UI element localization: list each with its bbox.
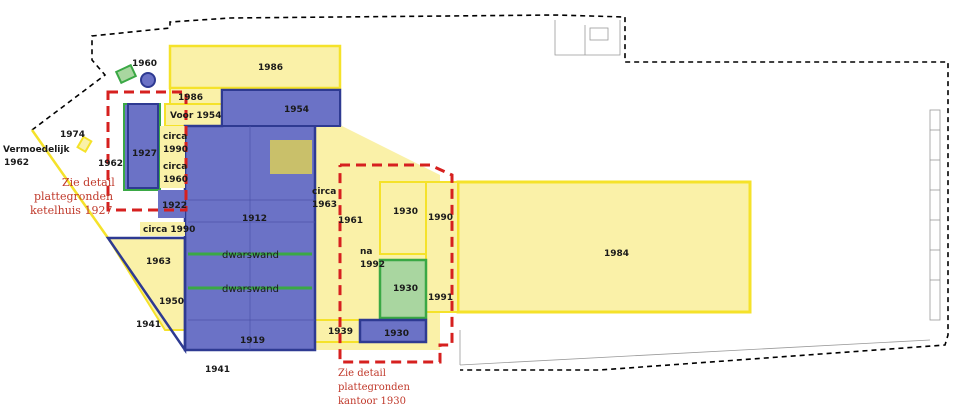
label-1960-top: 1960 (132, 59, 157, 69)
zone-circa-small (160, 126, 185, 188)
note-kantoor-1: Zie detail (338, 368, 386, 379)
note-kantoor-2: plattegronden (338, 382, 410, 393)
site-boundary (31, 14, 949, 371)
label-1954: 1954 (284, 105, 309, 115)
label-1922: 1922 (162, 201, 187, 211)
label-vermoedelijk: Vermoedelijk (3, 145, 70, 155)
label-1974: 1974 (60, 130, 85, 140)
zone-1960-green (114, 63, 138, 85)
label-circa-2: circa (163, 162, 187, 172)
label-1950: 1950 (159, 297, 184, 307)
label-1963-b: 1963 (146, 257, 171, 267)
zone-1960-circle (140, 72, 156, 88)
label-1939: 1939 (328, 327, 353, 337)
label-1930-c: 1930 (384, 329, 409, 339)
label-1962-left: 1962 (4, 158, 29, 168)
zone-1930-a (379, 181, 427, 255)
note-kantoor-3: kantoor 1930 (338, 396, 406, 407)
label-1961: 1961 (338, 216, 363, 226)
label-1990-a: 1990 (163, 145, 188, 155)
label-1912: 1912 (242, 214, 267, 224)
zone-1922 (158, 190, 185, 218)
note-ketelhuis-2: plattegronden (34, 190, 113, 203)
zone-1941-wing (105, 236, 187, 355)
label-1991: 1991 (428, 293, 453, 303)
label-1919: 1919 (240, 336, 265, 346)
zone-1963-1950 (106, 237, 186, 331)
label-1930-b: 1930 (393, 284, 418, 294)
interior-lines (188, 126, 315, 350)
label-1927: 1927 (132, 149, 157, 159)
label-1986-top: 1986 (258, 63, 283, 73)
zone-1984 (456, 180, 752, 314)
label-1986-small: 1986 (178, 93, 203, 103)
label-dwarswand-1: dwarswand (222, 250, 279, 261)
label-1941-a: 1941 (136, 320, 161, 330)
zone-1930-blue (358, 318, 428, 344)
note-ketelhuis-3: ketelhuis 1927 (30, 204, 112, 217)
label-1960-b: 1960 (163, 175, 188, 185)
label-circa-1963: circa (312, 187, 336, 197)
label-voor-1954: Voor 1954 (170, 111, 221, 121)
label-1930-a: 1930 (393, 207, 418, 217)
label-1992: 1992 (360, 260, 385, 270)
zone-olive (270, 140, 312, 174)
zone-1930-green (378, 258, 428, 320)
zone-1954 (221, 89, 341, 127)
zone-1974 (76, 135, 93, 154)
detail-box-kantoor (338, 163, 454, 364)
zone-circa-1990 (140, 222, 185, 236)
label-1984: 1984 (604, 249, 629, 259)
label-na: na (360, 247, 372, 257)
label-1963-a: 1963 (312, 200, 337, 210)
label-circa-1: circa (163, 132, 187, 142)
detail-box-ketelhuis (106, 90, 188, 212)
label-1990-b: 1990 (428, 213, 453, 223)
label-1962-mid: 1962 (98, 159, 123, 169)
note-ketelhuis-1: Zie detail (62, 176, 115, 189)
label-dwarswand-2: dwarswand (222, 284, 279, 295)
building-outline-right (459, 20, 941, 366)
label-circa-1990: circa 1990 (143, 225, 195, 235)
label-1941-b: 1941 (205, 365, 230, 375)
zone-1927-inner (127, 103, 159, 189)
zone-1986-top (168, 44, 342, 90)
line-vermoedelijk-1962 (30, 129, 110, 239)
